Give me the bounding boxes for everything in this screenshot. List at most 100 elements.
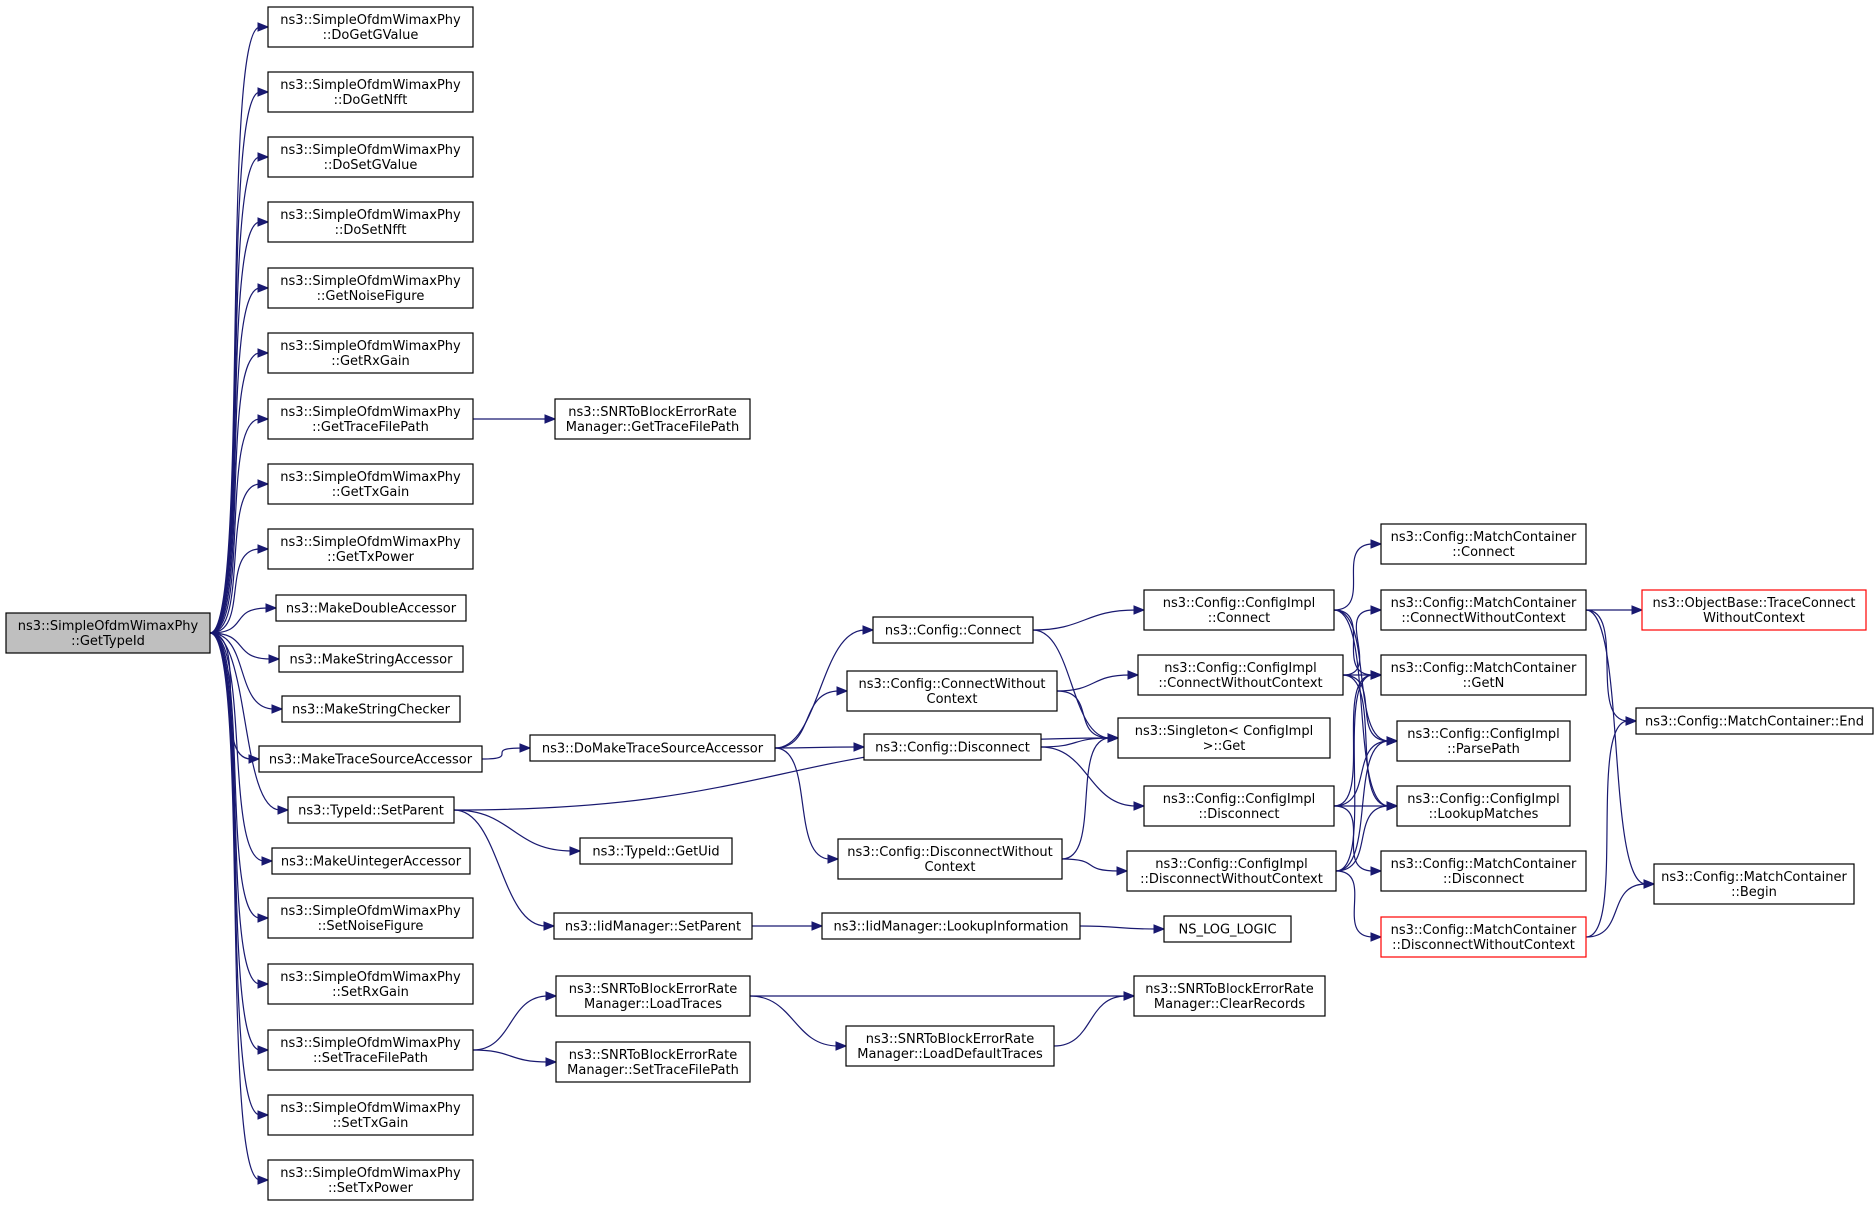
node-n5[interactable]: ns3::SimpleOfdmWimaxPhy::GetNoiseFigure bbox=[267, 267, 474, 309]
node-label: ::SetTxPower bbox=[328, 1181, 414, 1196]
node-n28[interactable]: ns3::Config::ConnectWithoutContext bbox=[846, 670, 1058, 712]
node-n21[interactable]: ns3::SNRToBlockErrorRateManager::GetTrac… bbox=[554, 398, 751, 440]
arrowhead bbox=[545, 991, 558, 1001]
node-n46[interactable]: ns3::Config::MatchContainer::DisconnectW… bbox=[1380, 916, 1587, 958]
node-n40[interactable]: ns3::Config::MatchContainer::Connect bbox=[1380, 523, 1587, 565]
node-n14[interactable]: ns3::TypeId::SetParent bbox=[287, 796, 455, 824]
node-box bbox=[275, 594, 467, 622]
node-n15[interactable]: ns3::MakeUintegerAccessor bbox=[271, 847, 471, 875]
node-n10[interactable]: ns3::MakeDoubleAccessor bbox=[275, 594, 467, 622]
node-n18[interactable]: ns3::SimpleOfdmWimaxPhy::SetTraceFilePat… bbox=[267, 1029, 474, 1071]
arrowhead bbox=[1370, 605, 1383, 615]
node-n8[interactable]: ns3::SimpleOfdmWimaxPhy::GetTxGain bbox=[267, 463, 474, 505]
node-n16[interactable]: ns3::SimpleOfdmWimaxPhy::SetNoiseFigure bbox=[267, 897, 474, 939]
node-n24[interactable]: ns3::IidManager::SetParent bbox=[553, 912, 753, 940]
node-label: ns3::SimpleOfdmWimaxPhy bbox=[280, 78, 461, 93]
node-n41[interactable]: ns3::Config::MatchContainer::ConnectWith… bbox=[1380, 589, 1587, 631]
node-n12[interactable]: ns3::MakeStringChecker bbox=[281, 695, 461, 723]
arrowhead bbox=[257, 913, 270, 923]
node-n35[interactable]: ns3::Singleton< ConfigImpl >::Get bbox=[1117, 717, 1331, 759]
arrowhead bbox=[1370, 866, 1383, 876]
node-label: ns3::Config::MatchContainer bbox=[1391, 596, 1577, 611]
edge-root-n18 bbox=[209, 632, 270, 1055]
node-n6[interactable]: ns3::SimpleOfdmWimaxPhy::GetRxGain bbox=[267, 332, 474, 374]
node-n30[interactable]: ns3::Config::DisconnectWithoutContext bbox=[837, 838, 1063, 880]
node-box bbox=[267, 71, 474, 113]
node-n31[interactable]: ns3::IidManager::LookupInformation bbox=[821, 912, 1081, 940]
node-n9[interactable]: ns3::SimpleOfdmWimaxPhy::GetTxPower bbox=[267, 528, 474, 570]
arrowhead bbox=[257, 479, 270, 489]
edge-root-n16 bbox=[209, 632, 270, 923]
edge-n13-n22 bbox=[481, 743, 532, 760]
edge-root-n10 bbox=[209, 603, 278, 634]
edge-line bbox=[1342, 674, 1390, 742]
edge-line bbox=[1342, 674, 1390, 807]
edge-line bbox=[209, 287, 261, 634]
node-n34[interactable]: ns3::Config::ConfigImpl::ConnectWithoutC… bbox=[1137, 654, 1344, 696]
node-box bbox=[267, 136, 474, 178]
node-box bbox=[1396, 720, 1571, 762]
node-label: ns3::TypeId::SetParent bbox=[298, 804, 444, 819]
node-n37[interactable]: ns3::Config::ConfigImpl::DisconnectWitho… bbox=[1126, 850, 1337, 892]
node-n25[interactable]: ns3::SNRToBlockErrorRateManager::LoadTra… bbox=[555, 975, 751, 1017]
node-n7[interactable]: ns3::SimpleOfdmWimaxPhy::GetTraceFilePat… bbox=[267, 398, 474, 440]
arrowhead bbox=[836, 686, 849, 696]
node-n27[interactable]: ns3::Config::Connect bbox=[872, 616, 1034, 644]
node-label: ::Disconnect bbox=[1199, 807, 1280, 822]
node-n19[interactable]: ns3::SimpleOfdmWimaxPhy::SetTxGain bbox=[267, 1094, 474, 1136]
edge-line bbox=[472, 1049, 549, 1063]
node-n4[interactable]: ns3::SimpleOfdmWimaxPhy::DoSetNfft bbox=[267, 201, 474, 243]
edge-line bbox=[209, 632, 261, 1116]
node-n23[interactable]: ns3::TypeId::GetUid bbox=[579, 837, 733, 865]
edge-line bbox=[774, 746, 857, 749]
node-label: ns3::IidManager::LookupInformation bbox=[833, 920, 1068, 935]
edge-n37-n43 bbox=[1335, 736, 1399, 872]
node-n17[interactable]: ns3::SimpleOfdmWimaxPhy::SetRxGain bbox=[267, 963, 474, 1005]
node-n20[interactable]: ns3::SimpleOfdmWimaxPhy::SetTxPower bbox=[267, 1159, 474, 1201]
node-n11[interactable]: ns3::MakeStringAccessor bbox=[278, 645, 464, 673]
node-n36[interactable]: ns3::Config::ConfigImpl::Disconnect bbox=[1143, 785, 1335, 827]
node-label: ns3::SimpleOfdmWimaxPhy bbox=[18, 619, 199, 634]
edge-n30-n35 bbox=[1061, 733, 1120, 860]
node-n38[interactable]: NS_LOG_LOGIC bbox=[1163, 915, 1292, 943]
node-n32[interactable]: ns3::SNRToBlockErrorRateManager::LoadDef… bbox=[845, 1025, 1055, 1067]
node-box bbox=[1117, 717, 1331, 759]
edge-line bbox=[1032, 609, 1137, 631]
edge-line bbox=[209, 632, 261, 1051]
node-n48[interactable]: ns3::Config::MatchContainer::End bbox=[1635, 707, 1874, 735]
edge-n22-n28 bbox=[774, 686, 849, 749]
arrowhead bbox=[1631, 605, 1644, 615]
node-n39[interactable]: ns3::SNRToBlockErrorRateManager::ClearRe… bbox=[1133, 975, 1326, 1017]
node-label: Manager::LoadDefaultTraces bbox=[857, 1047, 1043, 1062]
node-box bbox=[278, 645, 464, 673]
node-label: ns3::SimpleOfdmWimaxPhy bbox=[280, 904, 461, 919]
node-box bbox=[281, 695, 461, 723]
node-n22[interactable]: ns3::DoMakeTraceSourceAccessor bbox=[529, 734, 776, 762]
node-n42[interactable]: ns3::Config::MatchContainer::GetN bbox=[1380, 654, 1587, 696]
node-n2[interactable]: ns3::SimpleOfdmWimaxPhy::DoGetNfft bbox=[267, 71, 474, 113]
node-root[interactable]: ns3::SimpleOfdmWimaxPhy::GetTypeId bbox=[5, 612, 211, 654]
node-n26[interactable]: ns3::SNRToBlockErrorRateManager::SetTrac… bbox=[555, 1041, 751, 1083]
node-n47[interactable]: ns3::ObjectBase::TraceConnectWithoutCont… bbox=[1641, 589, 1867, 631]
node-n1[interactable]: ns3::SimpleOfdmWimaxPhy::DoGetGValue bbox=[267, 6, 474, 48]
arrowhead bbox=[862, 625, 875, 635]
edge-line bbox=[209, 632, 261, 1181]
node-box bbox=[1143, 785, 1335, 827]
node-label: ns3::SimpleOfdmWimaxPhy bbox=[280, 405, 461, 420]
node-n33[interactable]: ns3::Config::ConfigImpl::Connect bbox=[1143, 589, 1335, 631]
node-label: ns3::Config::ConfigImpl bbox=[1163, 596, 1316, 611]
node-label: ns3::MakeStringChecker bbox=[292, 703, 451, 718]
edge-line bbox=[209, 26, 261, 634]
node-n3[interactable]: ns3::SimpleOfdmWimaxPhy::DoSetGValue bbox=[267, 136, 474, 178]
edge-line bbox=[1053, 995, 1127, 1047]
arrowhead bbox=[257, 87, 270, 97]
node-n45[interactable]: ns3::Config::MatchContainer::Disconnect bbox=[1380, 850, 1587, 892]
node-n13[interactable]: ns3::MakeTraceSourceAccessor bbox=[258, 745, 483, 773]
node-n44[interactable]: ns3::Config::ConfigImpl::LookupMatches bbox=[1396, 785, 1571, 827]
node-n43[interactable]: ns3::Config::ConfigImpl::ParsePath bbox=[1396, 720, 1571, 762]
edge-n24-n31 bbox=[752, 921, 824, 931]
node-n49[interactable]: ns3::Config::MatchContainer::Begin bbox=[1653, 863, 1855, 905]
arrowhead bbox=[1370, 670, 1383, 680]
node-label: ::LookupMatches bbox=[1429, 807, 1539, 822]
node-n29[interactable]: ns3::Config::Disconnect bbox=[863, 733, 1042, 761]
